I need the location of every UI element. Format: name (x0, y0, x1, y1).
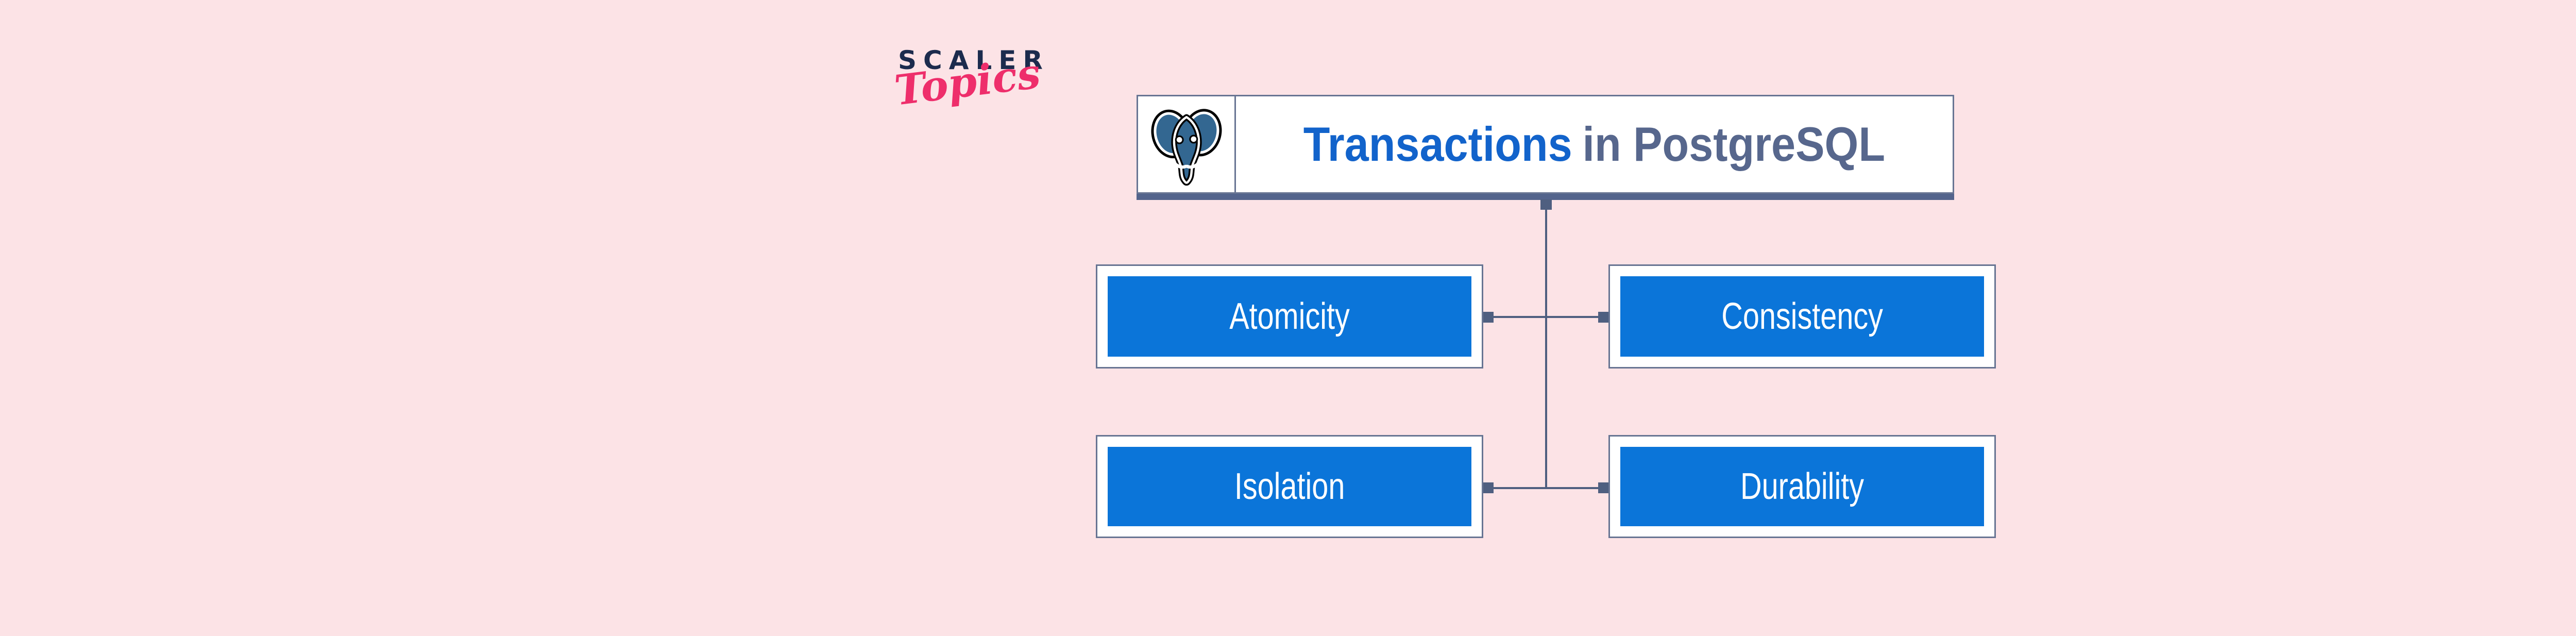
connector-nub-isolation (1483, 482, 1494, 493)
elephant-face-highlight (1173, 115, 1200, 184)
node-durability: Durability (1608, 435, 1996, 538)
connector-row1-horizontal (1494, 316, 1598, 318)
title-box-shadow-bar (1137, 194, 1954, 200)
brand-name-scaler: SCALER (898, 45, 1049, 75)
connector-nub-consistency (1598, 312, 1608, 323)
title-rest-text: in PostgreSQL (1582, 117, 1886, 171)
connector-nub-title (1540, 199, 1552, 210)
node-consistency-fill: Consistency (1620, 276, 1984, 357)
title-highlight-text: Transactions (1303, 117, 1572, 171)
scaler-topics-logo: SCALER Topics (892, 45, 1079, 115)
elephant-left-eye (1175, 135, 1184, 144)
node-atomicity-label: Atomicity (1229, 296, 1350, 337)
node-consistency: Consistency (1608, 264, 1996, 369)
elephant-right-tusk (1185, 161, 1201, 169)
node-isolation: Isolation (1096, 435, 1483, 538)
connector-vertical-line (1545, 200, 1547, 489)
elephant-right-eye (1189, 135, 1198, 144)
connector-nub-durability (1598, 482, 1608, 493)
node-atomicity-fill: Atomicity (1108, 276, 1471, 357)
node-durability-label: Durability (1740, 466, 1865, 507)
node-durability-fill: Durability (1620, 447, 1984, 526)
elephant-left-tusk (1172, 161, 1188, 169)
connector-nub-atomicity (1483, 312, 1494, 323)
node-atomicity: Atomicity (1096, 264, 1483, 369)
node-isolation-label: Isolation (1234, 466, 1345, 507)
node-isolation-fill: Isolation (1108, 447, 1471, 526)
title-icon-cell (1138, 96, 1236, 192)
connector-row2-horizontal (1494, 487, 1598, 489)
postgresql-elephant-icon (1150, 109, 1222, 186)
node-consistency-label: Consistency (1721, 296, 1883, 337)
